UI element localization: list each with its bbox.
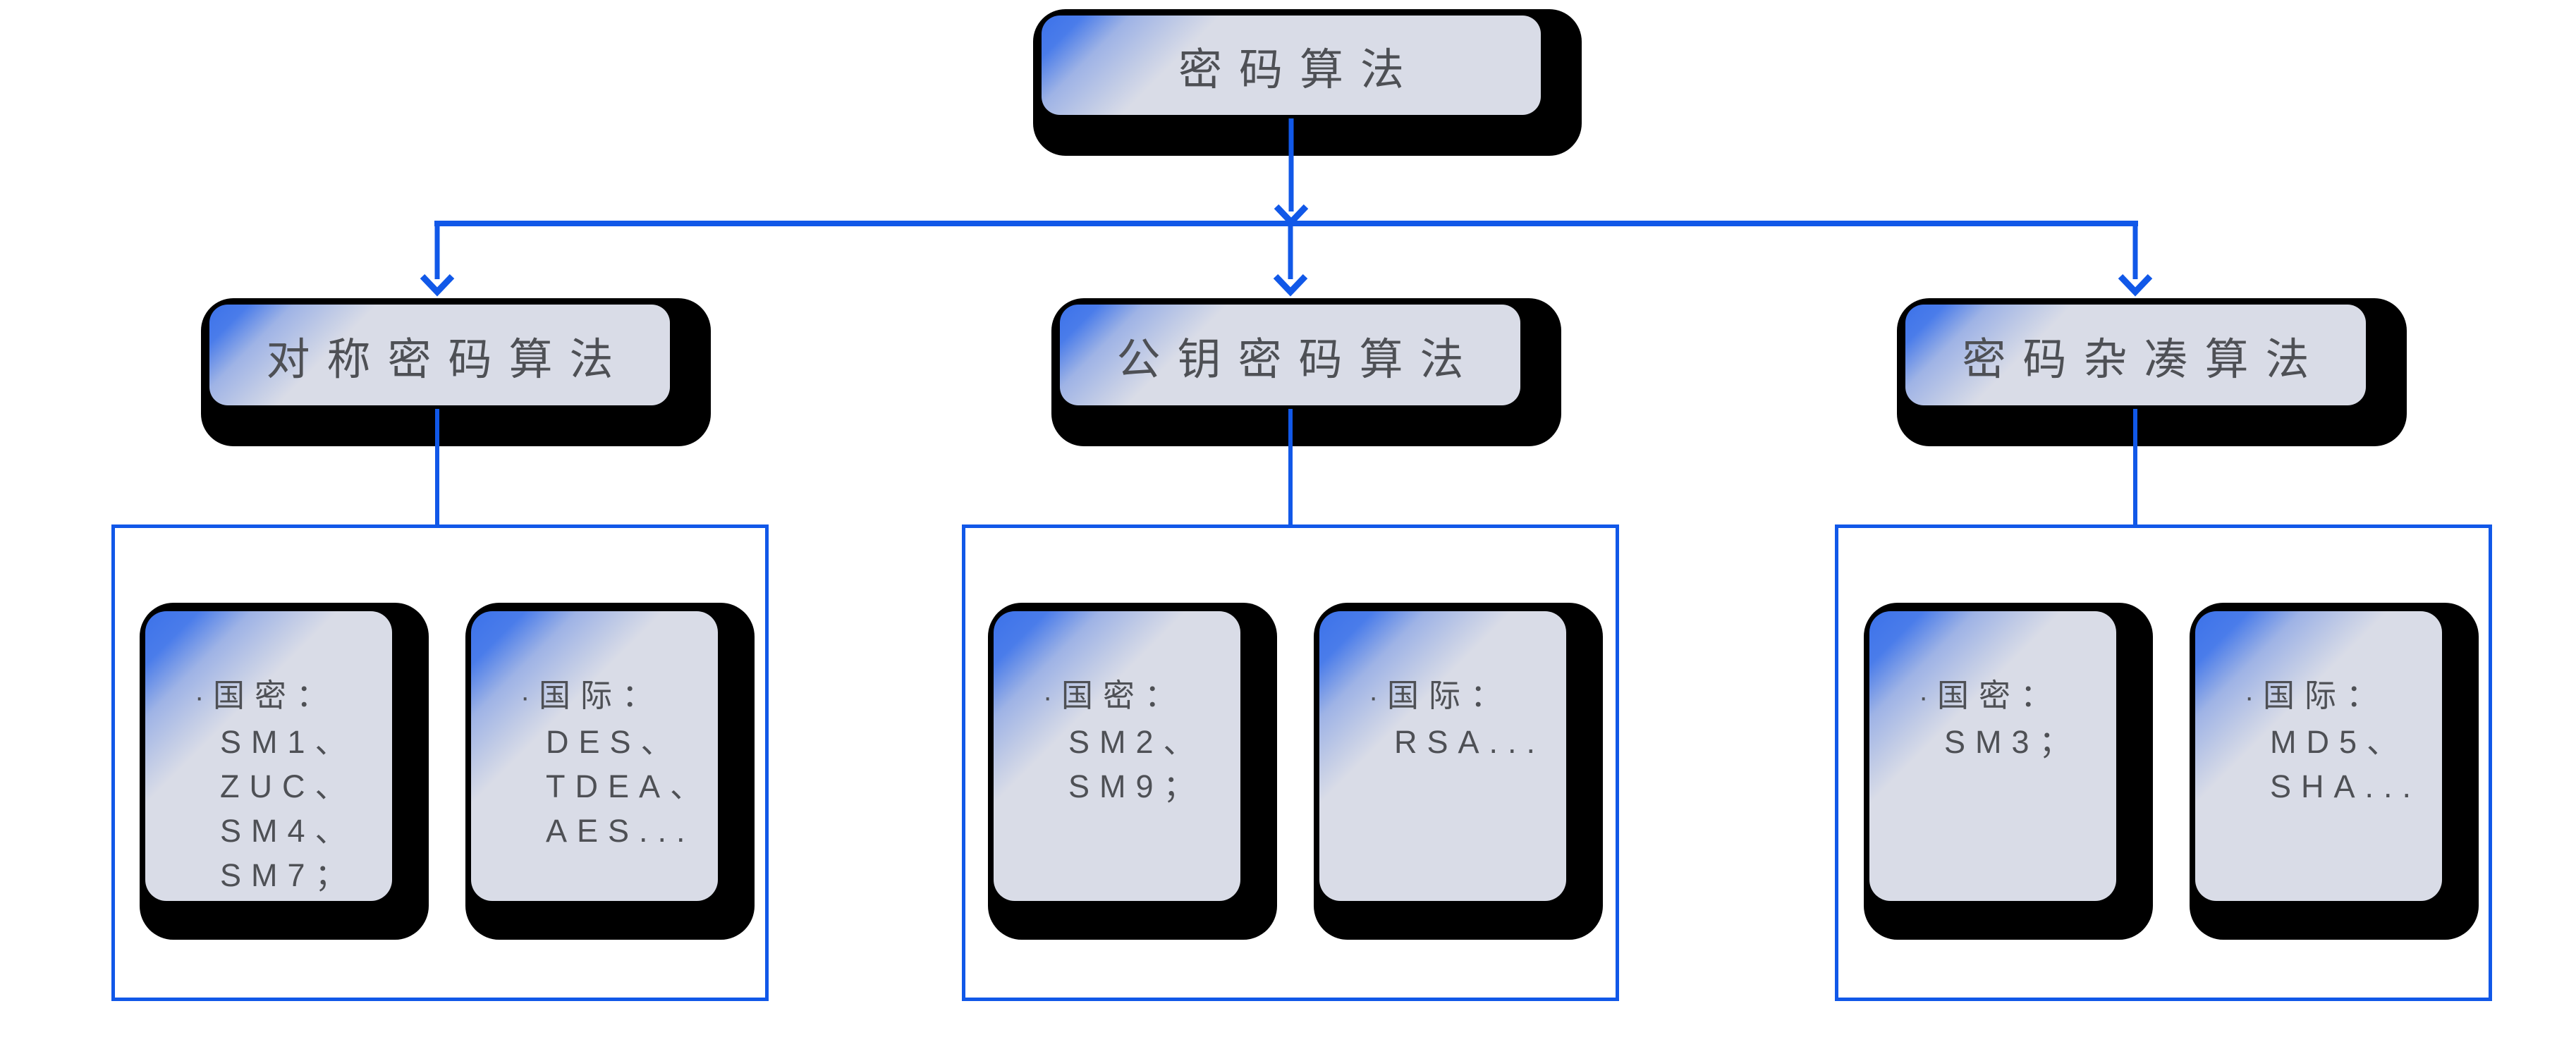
node-root-label: 密码算法 <box>1178 45 1421 94</box>
arrow-down-icon <box>420 274 455 297</box>
leaf-line-text: SM9； <box>1068 768 1205 804</box>
leaf-line-text: ZUC、 <box>220 768 357 804</box>
leaf-line-text: TDEA、 <box>546 768 712 804</box>
connector-bus-to-hash <box>2118 222 2153 297</box>
leaf-face: ·国密： SM3； <box>1869 611 2116 901</box>
group-box-symmetric <box>111 524 769 1001</box>
connector-bus-to-symmetric <box>420 222 455 297</box>
node-public-key-label: 公钥密码算法 <box>1116 335 1481 384</box>
leaf-line-text: SM7； <box>220 857 357 893</box>
group-box-public-key <box>962 524 1619 1001</box>
connector-bus-to-public-key <box>1273 223 1308 297</box>
leaf-line-text: 国密： <box>1937 677 2063 713</box>
arrow-down-icon <box>1273 274 1308 297</box>
node-face: 公钥密码算法 <box>1060 305 1520 405</box>
arrow-down-icon <box>1274 204 1309 227</box>
node-symmetric: 对称密码算法 <box>201 298 711 446</box>
leaf-line-text: 国际： <box>539 677 664 713</box>
leaf-text: ·国际： MD5、 SHA... <box>2195 611 2442 809</box>
leaf-line-text: SM4、 <box>220 813 357 849</box>
node-face: 密码算法 <box>1042 16 1541 115</box>
bullet-dot: · <box>520 682 540 713</box>
node-face: 密码杂凑算法 <box>1905 305 2366 405</box>
leaf-card-symmetric-intl: ·国际： DES、 TDEA、 AES... <box>465 603 755 940</box>
leaf-line-text: 国际： <box>1387 677 1513 713</box>
leaf-face: ·国际： MD5、 SHA... <box>2195 611 2442 901</box>
leaf-text: ·国际： RSA... <box>1319 611 1566 764</box>
leaf-line-text: MD5、 <box>2270 724 2409 760</box>
leaf-text: ·国密： SM2、 SM9； <box>994 611 1240 809</box>
leaf-line-text: RSA... <box>1394 724 1546 760</box>
group-box-hash <box>1835 524 2492 1001</box>
leaf-text: ·国密： SM3； <box>1869 611 2116 764</box>
leaf-line-text: SM2、 <box>1068 724 1205 760</box>
leaf-face: ·国密： SM1、 ZUC、 SM4、 SM7； <box>145 611 392 901</box>
leaf-line-text: SHA... <box>2270 768 2422 804</box>
leaf-face: ·国密： SM2、 SM9； <box>994 611 1240 901</box>
node-face: 对称密码算法 <box>209 305 670 405</box>
leaf-line-text: 国密： <box>1061 677 1187 713</box>
bullet-dot: · <box>1043 682 1063 713</box>
bullet-dot: · <box>2245 682 2264 713</box>
node-hash-label: 密码杂凑算法 <box>1962 335 2326 384</box>
node-hash: 密码杂凑算法 <box>1897 298 2407 446</box>
leaf-line-text: 国际： <box>2263 677 2388 713</box>
leaf-text: ·国际： DES、 TDEA、 AES... <box>471 611 718 853</box>
node-root: 密码算法 <box>1033 9 1582 156</box>
leaf-face: ·国际： DES、 TDEA、 AES... <box>471 611 718 901</box>
node-symmetric-label: 对称密码算法 <box>266 335 630 384</box>
leaf-line-text: SM1、 <box>220 724 357 760</box>
arrow-down-icon <box>2118 274 2153 297</box>
leaf-card-symmetric-guomi: ·国密： SM1、 ZUC、 SM4、 SM7； <box>140 603 429 940</box>
leaf-card-hash-intl: ·国际： MD5、 SHA... <box>2190 603 2479 940</box>
leaf-text: ·国密： SM1、 ZUC、 SM4、 SM7； <box>145 611 392 897</box>
leaf-line-text: 国密： <box>213 677 338 713</box>
leaf-line-text: AES... <box>546 813 695 849</box>
leaf-card-public-intl: ·国际： RSA... <box>1314 603 1603 940</box>
node-public-key: 公钥密码算法 <box>1051 298 1561 446</box>
bullet-dot: · <box>195 682 214 713</box>
leaf-line-text: SM3； <box>1944 724 2081 760</box>
bullet-dot: · <box>1369 682 1388 713</box>
leaf-card-hash-guomi: ·国密： SM3； <box>1864 603 2153 940</box>
leaf-card-public-guomi: ·国密： SM2、 SM9； <box>988 603 1277 940</box>
leaf-face: ·国际： RSA... <box>1319 611 1566 901</box>
bullet-dot: · <box>1919 682 1939 713</box>
leaf-line-text: DES、 <box>546 724 683 760</box>
